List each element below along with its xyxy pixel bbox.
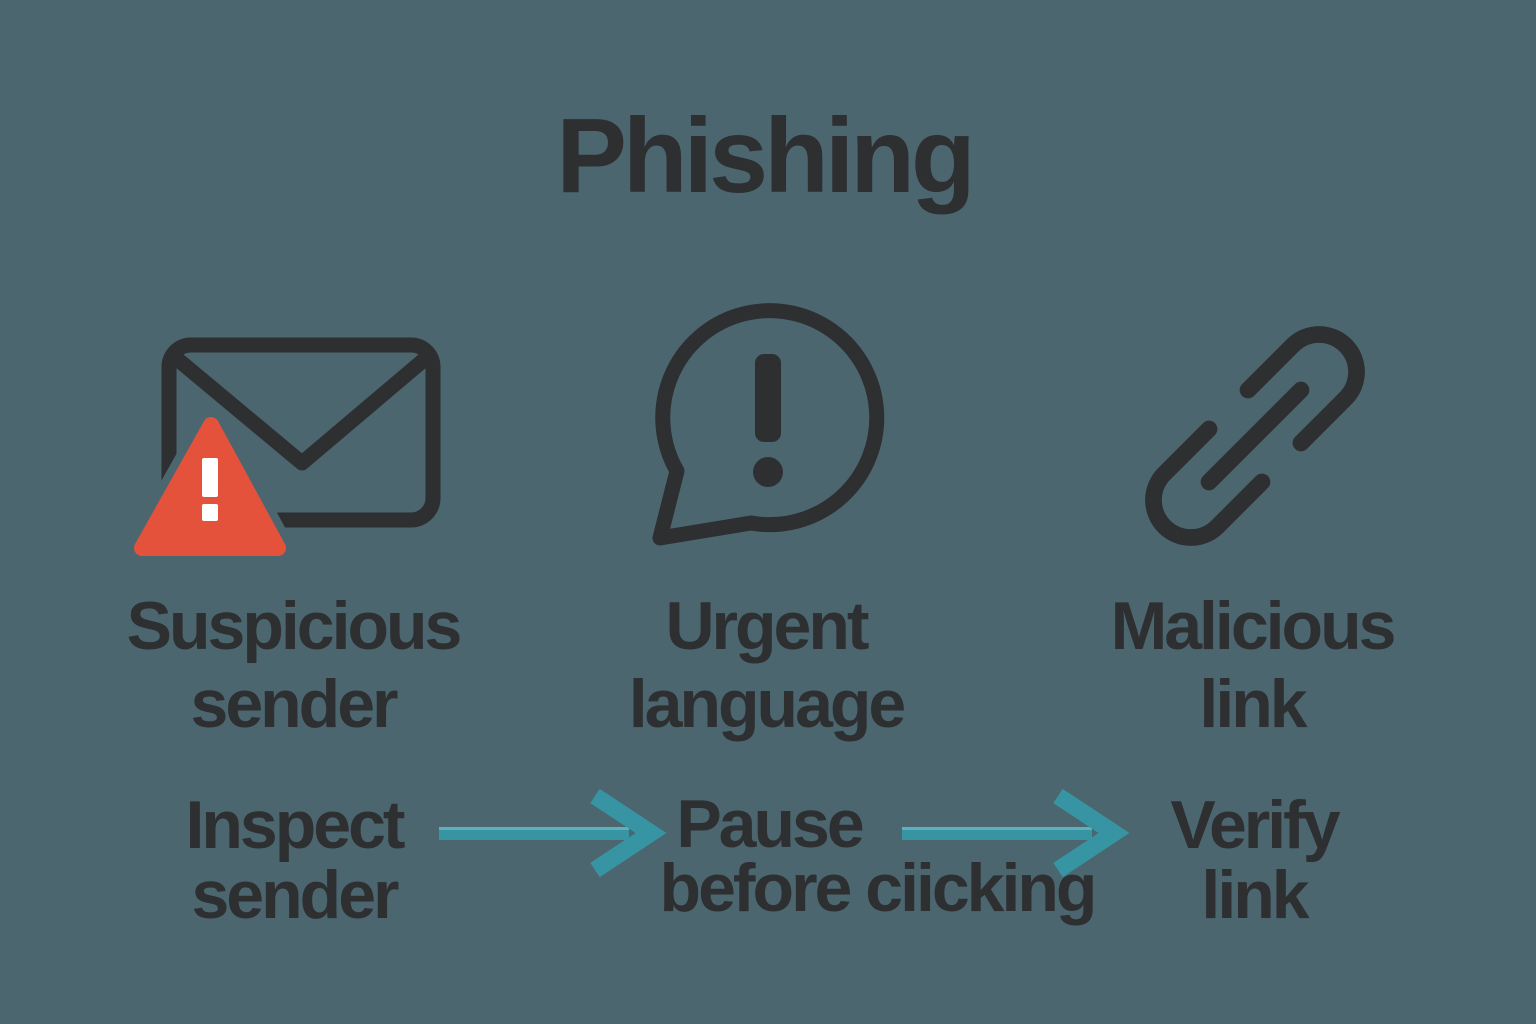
- signal-label-malicious-link: Malicious link: [1110, 587, 1397, 743]
- signal-line: Urgent: [665, 588, 869, 664]
- signal-line: Malicious: [1110, 588, 1397, 664]
- action-label-before-clicking: before ciicking: [659, 850, 1098, 926]
- signal-line: language: [628, 666, 906, 742]
- action-label-inspect-sender: Inspect sender: [185, 787, 405, 933]
- urgent-exclamation-bubble-icon: [652, 303, 885, 546]
- flow-arrow-icon: [439, 788, 667, 878]
- action-label-verify-link: Verify link: [1170, 787, 1340, 933]
- suspicious-email-warning-icon: [126, 337, 441, 564]
- warning-triangle-icon: [126, 409, 294, 564]
- flow-arrow-icon: [902, 788, 1130, 878]
- signal-label-urgent-language: Urgent language: [628, 587, 906, 743]
- signal-line: sender: [190, 666, 399, 742]
- action-line: Pause: [676, 786, 864, 862]
- action-line: Verify: [1170, 787, 1340, 863]
- action-line: link: [1201, 857, 1309, 933]
- malicious-chain-link-icon: [1145, 326, 1365, 546]
- page-title: Phishing: [556, 97, 976, 215]
- signal-line: Suspicious: [126, 588, 463, 664]
- action-line: sender: [191, 857, 399, 933]
- signal-line: link: [1199, 666, 1307, 742]
- signal-label-suspicious-sender: Suspicious sender: [126, 587, 463, 743]
- action-label-pause: Pause: [676, 786, 864, 862]
- action-line: Inspect: [185, 787, 405, 863]
- exclamation-dot: [753, 457, 783, 487]
- action-line: before ciicking: [659, 850, 1098, 926]
- exclamation-bar: [755, 354, 781, 442]
